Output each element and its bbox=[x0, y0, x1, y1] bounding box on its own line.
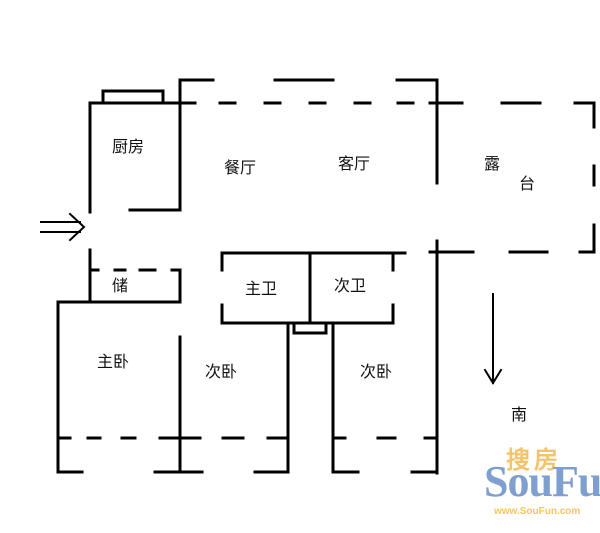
watermark-en: SouFun bbox=[484, 457, 600, 506]
south-arrow-icon bbox=[483, 293, 503, 385]
entrance-arrow-icon bbox=[40, 212, 86, 242]
terrace-label-1: 露 bbox=[484, 154, 501, 173]
soufun-watermark: 搜房 SouFun www.SouFun.com bbox=[484, 440, 600, 530]
master-bedroom-label: 主卧 bbox=[97, 352, 130, 371]
bedroom-walls bbox=[56, 300, 439, 474]
terrace-walls bbox=[428, 101, 596, 475]
dining-label: 餐厅 bbox=[224, 158, 257, 177]
storage-walls bbox=[56, 248, 182, 304]
kitchen-label: 厨房 bbox=[112, 137, 145, 156]
top-walls bbox=[178, 78, 464, 185]
second-bedroom-2-label: 次卧 bbox=[360, 362, 393, 381]
south-label: 南 bbox=[511, 405, 528, 424]
second-bath-label: 次卫 bbox=[334, 276, 367, 295]
bath-window bbox=[292, 321, 328, 335]
master-bath-label: 主卫 bbox=[245, 279, 278, 298]
terrace-label-2: 台 bbox=[519, 174, 536, 193]
kitchen-window bbox=[101, 89, 165, 105]
storage-label: 储 bbox=[112, 276, 129, 295]
watermark-url: www.SouFun.com bbox=[494, 506, 581, 517]
bathroom-walls bbox=[220, 251, 407, 335]
watermark-cn: 搜房 bbox=[506, 446, 562, 474]
second-bedroom-1-label: 次卧 bbox=[205, 362, 238, 381]
living-label: 客厅 bbox=[338, 154, 371, 173]
